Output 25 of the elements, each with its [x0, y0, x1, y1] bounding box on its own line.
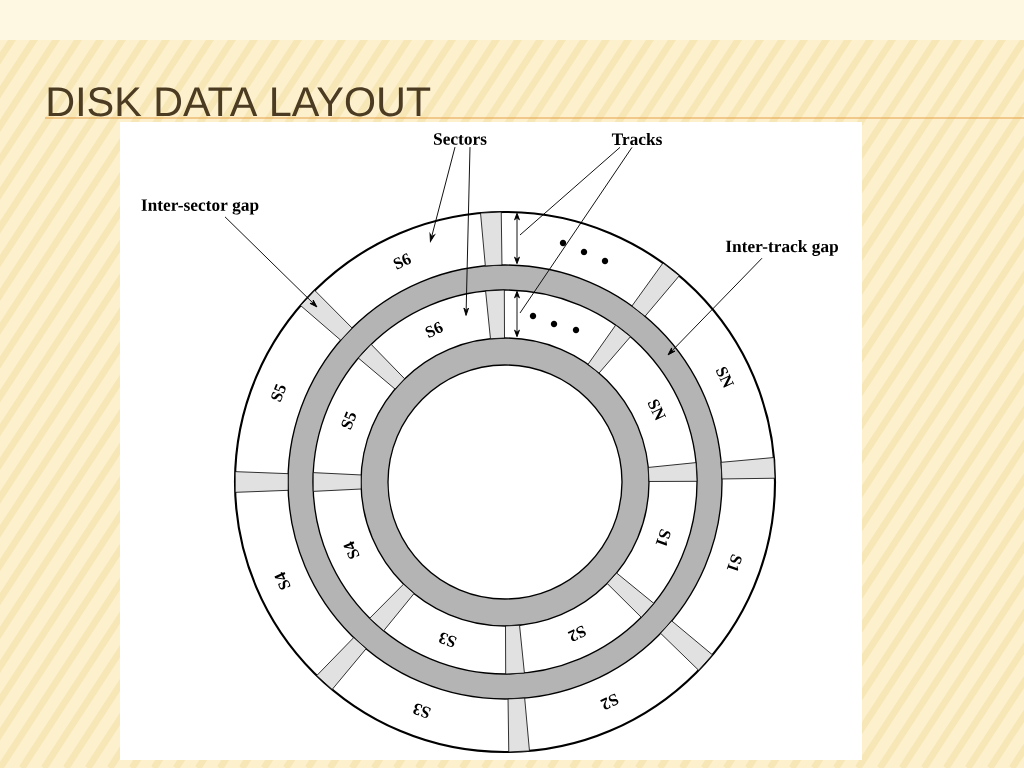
- sector-label: S3: [439, 632, 457, 647]
- callout-label: Inter-sector gap: [141, 199, 259, 215]
- sector-label: S5: [271, 383, 286, 402]
- sector-label: S6: [425, 321, 443, 338]
- sector-label: S4: [274, 571, 291, 590]
- sector-label: S6: [393, 253, 411, 270]
- sector-label: SN: [716, 366, 735, 388]
- callout-label: Inter-track gap: [725, 240, 838, 256]
- leader-line: [463, 146, 471, 316]
- title: DISK DATA LAYOUT: [48, 87, 431, 117]
- callout-label: Sectors: [433, 133, 487, 145]
- sector-label: S1: [655, 528, 671, 546]
- sector-label: S2: [567, 625, 586, 642]
- leader-line: [519, 146, 633, 314]
- sector-label: S2: [600, 693, 619, 710]
- leader-line: [519, 146, 621, 236]
- leader-line: [667, 257, 763, 356]
- sector-label: S5: [341, 411, 356, 430]
- callout-label: Tracks: [611, 132, 662, 146]
- sector-label: S3: [413, 703, 431, 718]
- leader-line: [429, 146, 456, 242]
- sector-label: S4: [343, 541, 360, 559]
- sector-label: SN: [647, 399, 667, 421]
- leader-line: [224, 216, 318, 308]
- sector-label: S1: [726, 554, 742, 571]
